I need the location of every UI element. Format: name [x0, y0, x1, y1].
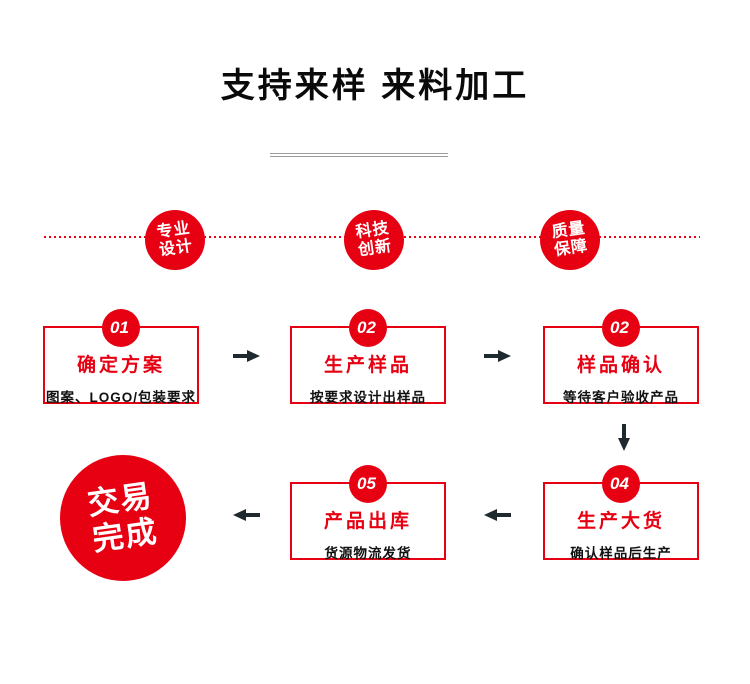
transaction-complete-circle: 交易完成: [60, 455, 186, 581]
feature-badge-design: 专业设计: [145, 210, 205, 270]
step-number-badge: 04: [602, 465, 640, 503]
left-arrow-icon: [484, 508, 511, 522]
step-number-badge: 05: [349, 465, 387, 503]
step-subtitle: 等待客户验收产品: [563, 390, 679, 405]
step-subtitle: 按要求设计出样品: [310, 390, 426, 405]
step-box-3-sample-confirm: 02 样品确认 等待客户验收产品: [543, 309, 699, 405]
step-number-badge: 02: [349, 309, 387, 347]
down-arrow-icon: [617, 424, 631, 451]
step-title: 生产样品: [323, 355, 412, 376]
step-box-4-mass-production: 04 生产大货 确认样品后生产: [543, 465, 699, 561]
step-subtitle: 图案、LOGO/包装要求: [46, 390, 196, 405]
transaction-complete-label: 交易完成: [85, 477, 161, 558]
step-title: 样品确认: [576, 355, 665, 376]
step-subtitle: 确认样品后生产: [570, 546, 672, 561]
feature-badge-label: 专业设计: [155, 219, 195, 260]
step-number-badge: 02: [602, 309, 640, 347]
step-subtitle: 货源物流发货: [324, 546, 412, 561]
step-title: 产品出库: [323, 511, 412, 532]
step-box-2-produce-sample: 02 生产样品 按要求设计出样品: [290, 309, 446, 405]
step-box-5-product-shipment: 05 产品出库 货源物流发货: [290, 465, 446, 561]
step-number-badge: 01: [102, 309, 140, 347]
feature-badge-innovation: 科技创新: [344, 210, 404, 270]
feature-badge-label: 科技创新: [354, 219, 394, 260]
feature-badge-quality: 质量保障: [540, 210, 600, 270]
right-arrow-icon: [484, 349, 511, 363]
feature-badge-label: 质量保障: [550, 219, 590, 260]
step-box-1-confirm-plan: 01 确定方案 图案、LOGO/包装要求: [43, 309, 199, 405]
title-divider: [270, 153, 448, 157]
right-arrow-icon: [233, 349, 260, 363]
step-title: 确定方案: [76, 355, 165, 376]
step-title: 生产大货: [576, 511, 665, 532]
left-arrow-icon: [233, 508, 260, 522]
page-title: 支持来样 来料加工: [220, 67, 530, 105]
